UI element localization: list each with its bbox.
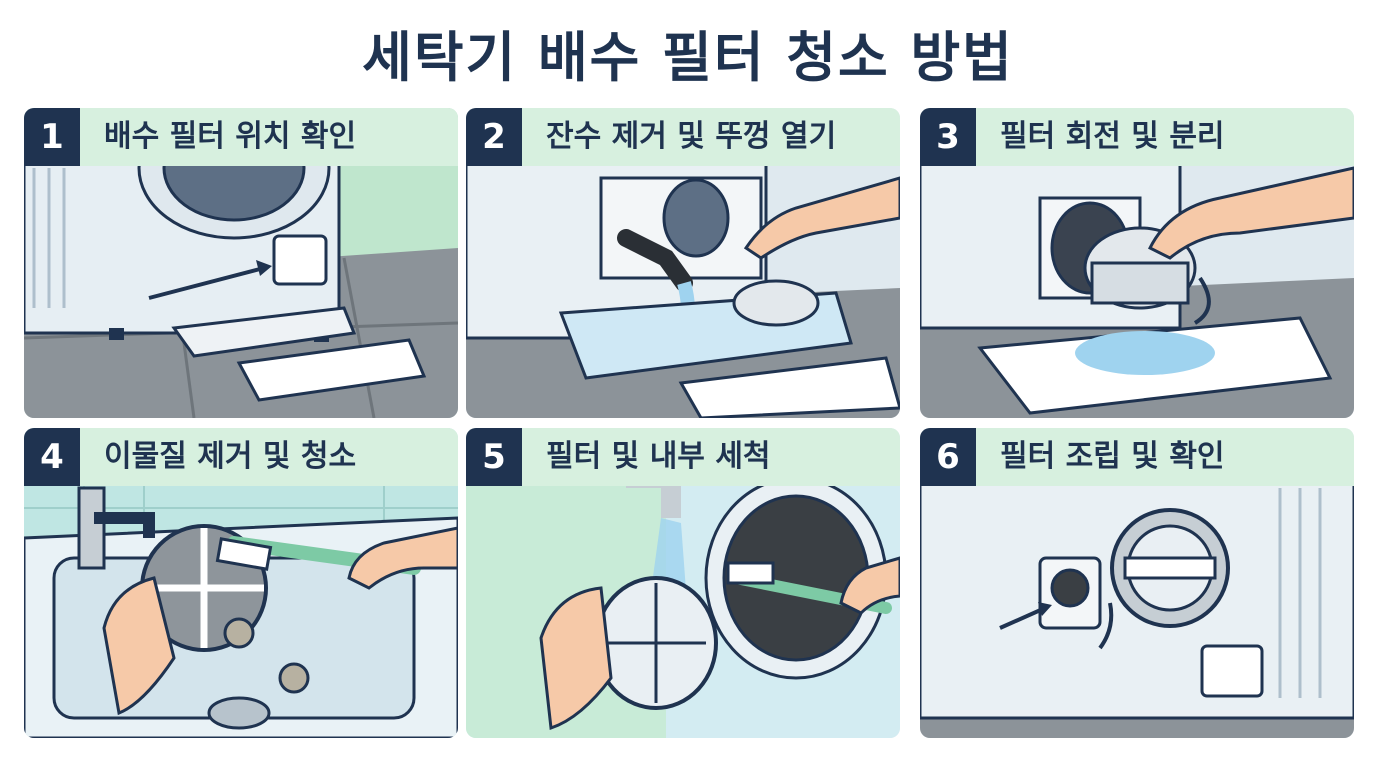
step-6-illustration — [920, 428, 1354, 738]
step-header-1: 1 배수 필터 위치 확인 — [24, 108, 458, 166]
faucet-icon — [77, 486, 155, 570]
arrow-icon — [999, 602, 1114, 650]
step-number-4: 4 — [24, 428, 80, 486]
step-number-1: 1 — [24, 108, 80, 166]
step-panel-2: 2 잔수 제거 및 뚜껑 열기 — [466, 108, 900, 418]
step-label-5: 필터 및 내부 세척 — [546, 439, 771, 474]
step-number-5: 5 — [466, 428, 522, 486]
step-panel-1: 1 배수 필터 위치 확인 — [24, 108, 458, 418]
step-panel-4: 4 이물질 제거 및 청소 — [24, 428, 458, 738]
step-label-4: 이물질 제거 및 청소 — [104, 439, 357, 474]
step-header-3: 3 필터 회전 및 분리 — [920, 108, 1354, 166]
arrow-icon — [148, 260, 272, 300]
step-label-3: 필터 회전 및 분리 — [1000, 119, 1225, 154]
step-panel-5: 5 필터 및 내부 세척 — [466, 428, 900, 738]
step-number-3: 3 — [920, 108, 976, 166]
step-header-6: 6 필터 조립 및 확인 — [920, 428, 1354, 486]
hand-icon — [102, 526, 458, 716]
step-panel-6: 6 필터 조립 및 확인 — [920, 428, 1354, 738]
step-number-6: 6 — [920, 428, 976, 486]
page-title: 세탁기 배수 필터 청소 방법 — [362, 26, 1014, 89]
step-header-5: 5 필터 및 내부 세척 — [466, 428, 900, 486]
step-header-4: 4 이물질 제거 및 청소 — [24, 428, 458, 486]
step-panel-3: 3 필터 회전 및 분리 — [920, 108, 1354, 418]
step-header-2: 2 잔수 제거 및 뚜껑 열기 — [466, 108, 900, 166]
hand-icon — [539, 556, 900, 731]
step-number-2: 2 — [466, 108, 522, 166]
step-label-1: 배수 필터 위치 확인 — [104, 119, 357, 154]
step-label-6: 필터 조립 및 확인 — [1000, 439, 1225, 474]
hand-icon — [1147, 166, 1354, 260]
hand-icon — [743, 176, 900, 260]
step-label-2: 잔수 제거 및 뚜껑 열기 — [546, 119, 837, 154]
